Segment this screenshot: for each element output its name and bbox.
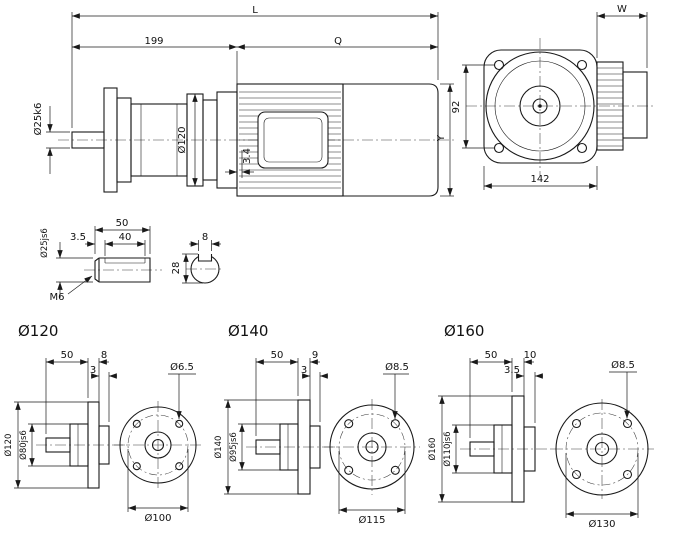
flange-160-dim-10: 10 [524,350,537,361]
flange-120-dim-50: 50 [61,350,74,361]
flange-140-dim-50: 50 [271,350,284,361]
dim-label-shaft-dia: Ø25k6 [32,103,44,136]
flange-120-dim-outer: Ø120 [3,434,14,457]
gearmotor-front-view [466,38,656,176]
flange-140-dim-pilot: Ø95js6 [228,432,239,462]
flange-120-title: Ø120 [18,322,58,340]
dim-label-199: 199 [144,36,163,47]
flange-140-dim-9: 9 [312,350,318,361]
dim-label-key-8: 8 [202,232,208,243]
gearmotor-side-view [58,83,456,197]
flange-160-dim-50: 50 [485,350,498,361]
shaft-end-detail: 50 3.5 40 Ø25js6 M6 [39,218,162,303]
flange-160-dim-bolt-circle: Ø130 [589,518,616,530]
side-view-dimensions [46,12,454,197]
dim-label-housing-dia: Ø120 [176,127,188,154]
flange-160-dim-pilot: Ø110js6 [442,431,453,466]
flange-160: Ø160 50 10 3. [427,322,654,530]
flange-140-dim-3: 3 [301,365,307,376]
dim-label-142: 142 [530,174,549,185]
dim-label-Q: Q [334,36,342,47]
dim-label-Y: Y [436,134,447,142]
flange-140-dim-bolt-circle: Ø115 [359,514,386,526]
thread-label-M6: M6 [50,292,65,303]
flange-160-dim-35: 3.5 [504,365,520,376]
flange-160-dim-outer: Ø160 [427,438,438,461]
dim-label-shaft-50: 50 [116,218,129,229]
flange-120-dim-pilot: Ø80js6 [18,430,29,460]
flange-140-title: Ø140 [228,322,268,340]
flange-120-dim-3: 3 [90,365,96,376]
flange-120-dim-hole: Ø6.5 [170,361,194,373]
dim-label-W: W [617,4,627,15]
key-cross-section: 8 28 [171,232,224,284]
flange-140: Ø140 50 9 3 [213,322,420,526]
flange-140-dim-hole: Ø8.5 [385,361,409,373]
front-view-labels: W 92 142 [451,4,627,185]
dim-label-L: L [252,5,258,16]
flange-120-dim-bolt-circle: Ø100 [145,512,172,524]
flange-120-dim-8: 8 [101,350,107,361]
dim-label-key-28: 28 [171,262,182,275]
flange-140-dim-outer: Ø140 [213,436,224,459]
dim-label-gap: 3.4 [242,148,253,164]
dim-label-key-40: 40 [119,232,132,243]
dim-label-shaft-35: 3.5 [70,232,86,243]
flange-160-dim-hole: Ø8.5 [611,359,635,371]
side-view-labels: L 199 Q Ø25k6 Ø120 3.4 Y [32,5,447,164]
flange-120: Ø120 50 8 3 [3,322,202,524]
front-view-dimensions [462,12,648,190]
flange-160-title: Ø160 [444,322,484,340]
dim-label-shaft-detail-dia: Ø25js6 [39,228,50,258]
dim-label-92: 92 [451,101,462,114]
